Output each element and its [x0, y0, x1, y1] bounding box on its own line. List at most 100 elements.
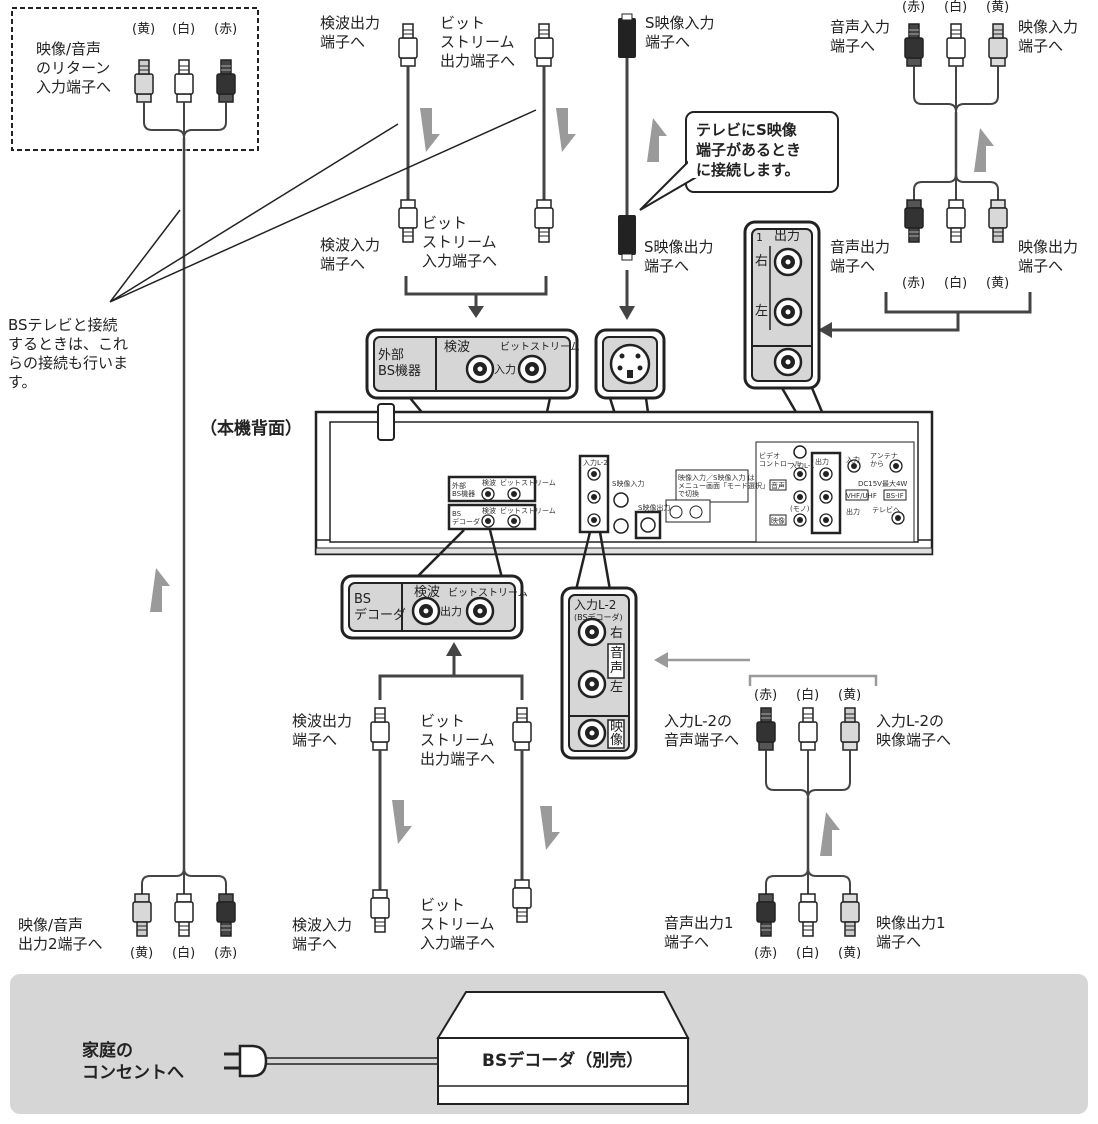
det-out-bottom-label: 検波出力 端子へ: [292, 712, 353, 749]
zoom-l2-video: 映像: [610, 720, 624, 748]
zoom-l2-right: 右: [610, 626, 624, 641]
color-label-red-br: (赤): [754, 946, 778, 961]
video-out-mid-label: 映像出力 端子へ: [1018, 238, 1079, 275]
rear-vhf: VHF/UHF: [846, 492, 877, 500]
arrow-down-bit-top: [556, 108, 576, 152]
zoom-bs-dec-bit: ビットストリーム: [448, 588, 528, 599]
rca-plug-set-l2: [756, 707, 860, 937]
rear-ext-label: 外部 BS機器: [452, 482, 476, 498]
cable-bit-top: [534, 23, 554, 243]
zoom-l2-audio: 音声: [610, 646, 624, 676]
rear-ext-bit: ビットストリーム: [500, 479, 556, 487]
rear-dc: DC15V最大4W: [858, 480, 908, 488]
arrow-up-s-video: [647, 118, 667, 162]
arrow-down-bit-bottom: [540, 806, 560, 850]
color-label-white-l2: (白): [796, 688, 820, 703]
zoom-ext-bs-label: 外部 BS機器: [378, 348, 421, 379]
return-input-box: [11, 7, 259, 151]
rear-sound: 音声: [771, 482, 785, 490]
color-label-yellow-br: (黄): [838, 946, 862, 961]
return-input-label: 映像/音声 のリターン 入力端子へ: [36, 40, 112, 96]
rear-out-label: 出力: [815, 458, 829, 466]
color-label-white-mr: (白): [944, 276, 968, 291]
rca-plug-set-top-right: [904, 23, 1008, 243]
rear-antenna-in: 入力: [846, 456, 860, 464]
zoom-l2-title: 入力L-2: [574, 598, 617, 612]
rear-ext-det: 検波: [482, 479, 496, 487]
rear-mono: (モノ): [790, 505, 810, 513]
rear-video: 映像: [771, 517, 785, 525]
det-out-top-label: 検波出力 端子へ: [320, 14, 381, 51]
zoom-input-l2: [560, 586, 638, 760]
color-label-yellow: (黄): [132, 22, 156, 37]
rear-tv: テレビへ: [872, 506, 900, 514]
cable-det-bottom: [370, 707, 390, 933]
color-label-white-tr: (白): [944, 0, 968, 15]
color-label-white: (白): [172, 22, 196, 37]
bs-decoder-box: [436, 991, 690, 1105]
color-label-white-br: (白): [796, 946, 820, 961]
bit-in-bottom-label: ビット ストリーム 入力端子へ: [420, 896, 496, 952]
rear-in-l1: 入力L-1: [790, 462, 815, 470]
zoom-s-video-jack: [594, 328, 666, 400]
audio-in-top-label: 音声入力 端子へ: [830, 18, 891, 55]
s-video-note: [685, 111, 839, 193]
rear-bs-if: BS-IF: [886, 492, 904, 500]
color-label-red-l2: (赤): [754, 688, 778, 703]
color-label-yellow-tr: (黄): [986, 0, 1010, 15]
unit-rear-panel: [314, 403, 934, 556]
zoom-bs-dec-det: 検波: [414, 585, 441, 600]
arrow-down-det-bottom: [392, 800, 412, 844]
av-out2-label: 映像/音声 出力2端子へ: [18, 916, 103, 953]
video-in-top-label: 映像入力 端子へ: [1018, 18, 1079, 55]
s-video-cable: [618, 13, 636, 320]
zoom-bs-decoder-out: [340, 574, 524, 640]
det-in-bottom-label: 検波入力 端子へ: [292, 916, 353, 953]
bs-tv-note: BSテレビと接続 するときは、これ らの接続も行いま す。: [8, 316, 129, 391]
video-out1-label: 映像出力1 端子へ: [876, 914, 946, 951]
color-label-red-bl: (赤): [214, 946, 238, 961]
arrow-up-av-top-right: [974, 128, 994, 172]
l2-audio-label: 入力L-2の 音声端子へ: [664, 712, 740, 749]
audio-out1-label: 音声出力1 端子へ: [664, 914, 734, 951]
color-label-yellow-mr: (黄): [986, 276, 1010, 291]
zoom-bs-dec-io: 出力: [440, 605, 462, 618]
outlet-label: 家庭の コンセントへ: [82, 1041, 184, 1083]
cable-bit-bottom: [512, 707, 532, 923]
color-label-yellow-bl: (黄): [130, 946, 154, 961]
bit-out-bottom-label: ビット ストリーム 出力端子へ: [420, 712, 496, 768]
rear-s-out: S映像出力: [638, 504, 671, 512]
zoom-out1-num: 1: [756, 231, 763, 244]
s-in-label: S映像入力 端子へ: [645, 14, 715, 51]
rear-out2: 出力: [846, 508, 860, 516]
rca-plug-set-bottom-left: [132, 867, 236, 937]
rear-dec-det: 検波: [482, 507, 496, 515]
color-label-red: (赤): [214, 22, 238, 37]
unit-back-label: （本機背面）: [200, 419, 302, 439]
audio-out-mid-label: 音声出力 端子へ: [830, 238, 891, 275]
zoom-bs-dec-label: BS デコーダ: [354, 592, 407, 623]
color-label-red-mr: (赤): [902, 276, 926, 291]
rear-in-l2: 入力L-2: [583, 459, 608, 467]
zoom-out1-right: 右: [755, 254, 769, 269]
cable-det-top: [398, 23, 418, 243]
l2-video-label: 入力L-2の 映像端子へ: [876, 712, 952, 749]
arrow-up-av-out2: [150, 568, 170, 612]
arrow-down-det-top: [420, 108, 440, 152]
zoom-out1-label: 出力: [774, 229, 801, 244]
rca-plug-set-top-left: [134, 59, 236, 870]
rear-dec-label: BS デコーダ: [452, 510, 480, 526]
rear-video-ctrl: ビデオ コントロール: [759, 452, 801, 468]
color-label-red-tr: (赤): [902, 0, 926, 15]
rear-antenna: アンテナ から: [870, 452, 898, 468]
rear-s-in-l2: S映像入力: [612, 480, 645, 488]
bit-in-mid-label: ビット ストリーム 入力端子へ: [422, 214, 498, 270]
det-in-mid-label: 検波入力 端子へ: [320, 236, 381, 273]
rear-dec-bit: ビットストリーム: [500, 507, 556, 515]
zoom-ext-bs-io: 入力: [494, 363, 516, 376]
color-label-yellow-l2: (黄): [838, 688, 862, 703]
zoom-ext-bs-det: 検波: [444, 340, 471, 355]
zoom-l2-sub: (BSデコーダ): [574, 613, 623, 622]
zoom-l2-left: 左: [610, 680, 624, 695]
